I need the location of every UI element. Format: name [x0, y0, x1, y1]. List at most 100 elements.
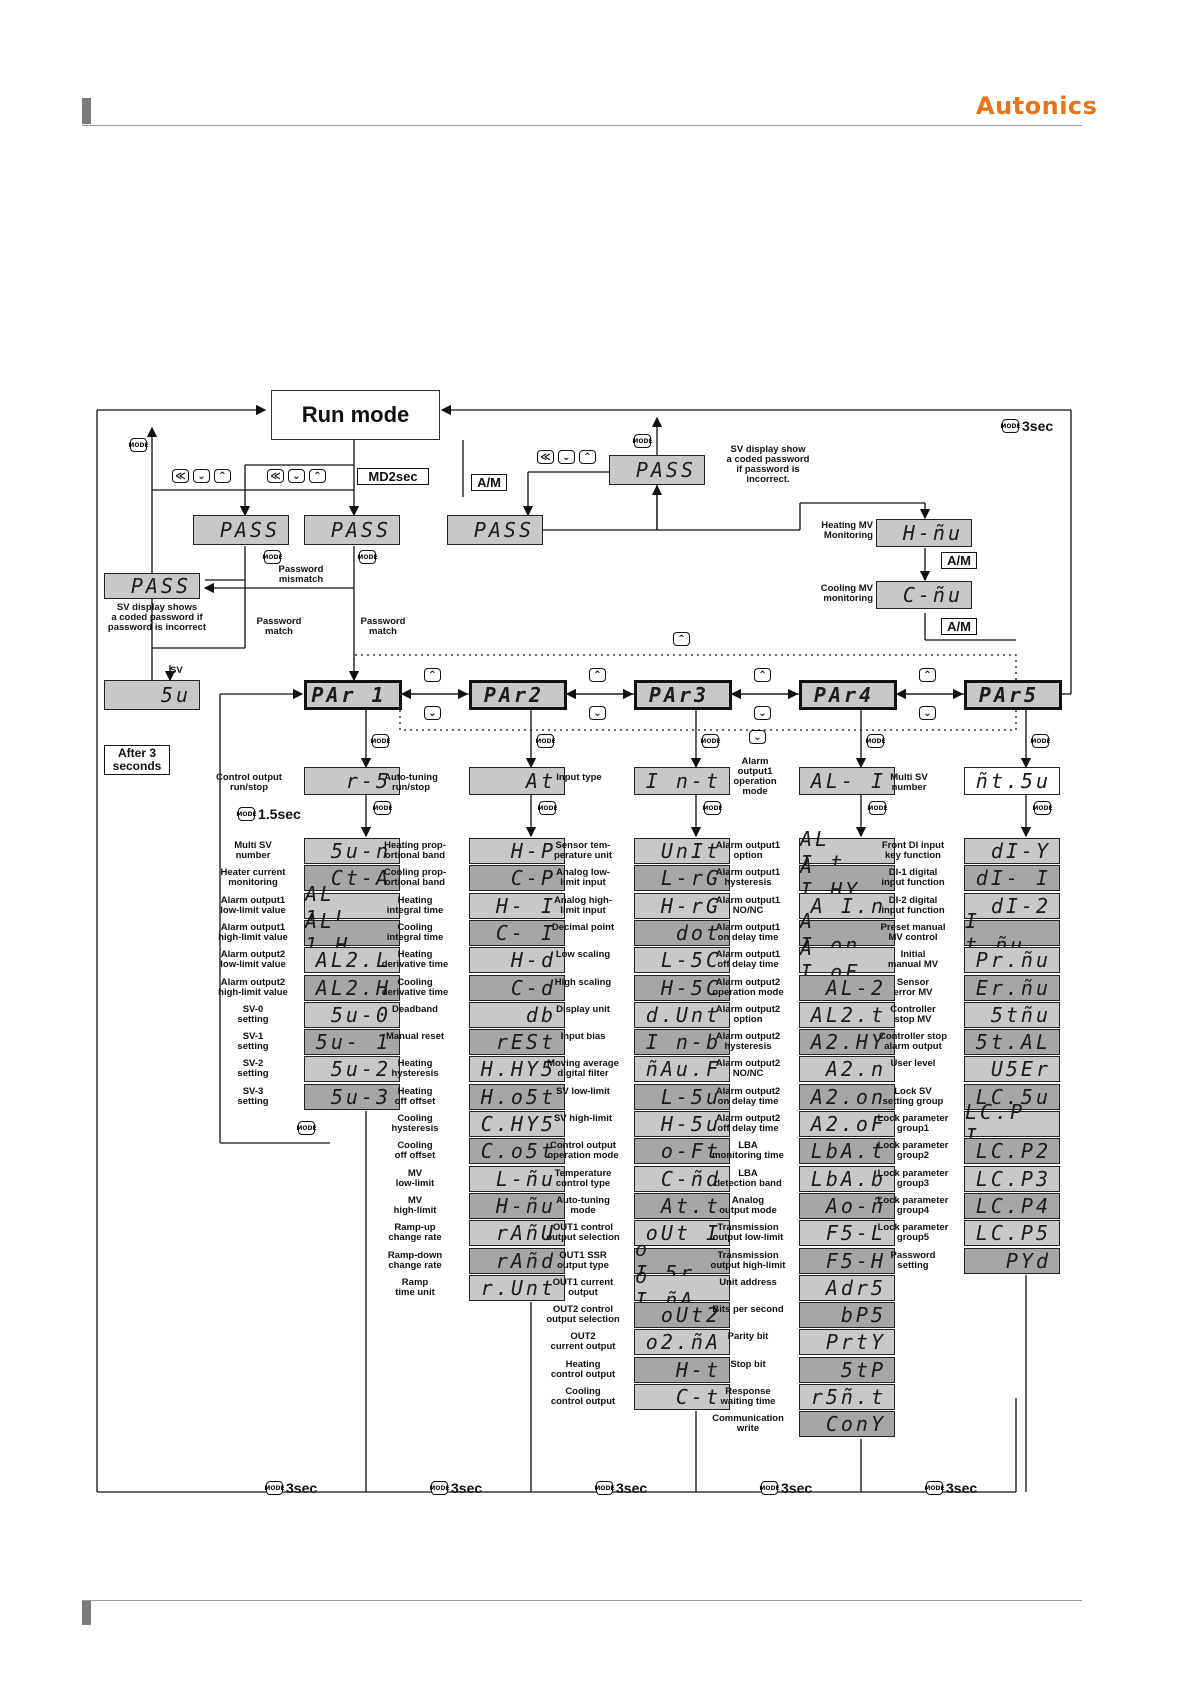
- up-key-1[interactable]: ⌃: [214, 469, 231, 483]
- group1-item-display[interactable]: Ct-A: [304, 865, 400, 892]
- group4-item-display[interactable]: F5-L: [799, 1220, 895, 1247]
- group1-item-display[interactable]: 5u-3: [304, 1084, 400, 1111]
- group3-item-display[interactable]: dot: [634, 920, 730, 947]
- group1-item-display[interactable]: 5u-0: [304, 1002, 400, 1029]
- group3-item-display[interactable]: C-ñd: [634, 1166, 730, 1193]
- group2-item-display[interactable]: L-ñu: [469, 1166, 565, 1193]
- up-key-par-row[interactable]: ⌃: [673, 632, 690, 646]
- group3-head-display[interactable]: I n-t: [634, 767, 730, 795]
- group3-item-display[interactable]: UnIt: [634, 838, 730, 865]
- group4-item-display[interactable]: AL2.t: [799, 1002, 895, 1029]
- group2-item-display[interactable]: db: [469, 1002, 565, 1029]
- group3-item-display[interactable]: H-5u: [634, 1111, 730, 1138]
- group4-item-display[interactable]: A2.on: [799, 1084, 895, 1111]
- group3-item-display[interactable]: ñAu.F: [634, 1056, 730, 1083]
- mode-key-head-5[interactable]: MODE: [1030, 734, 1051, 748]
- group3-item-display[interactable]: o2.ñA: [634, 1329, 730, 1356]
- group2-item-display[interactable]: H- I: [469, 893, 565, 920]
- group4-item-display[interactable]: A I.oF: [799, 936, 895, 984]
- group4-item-display[interactable]: A I.HY: [799, 854, 895, 902]
- group3-item-display[interactable]: L-5C: [634, 947, 730, 974]
- group5-item-display[interactable]: LC.P5: [964, 1220, 1060, 1247]
- par3-box[interactable]: PAr3: [634, 680, 732, 710]
- mode-key-head-1[interactable]: MODE: [370, 734, 391, 748]
- group2-head-display[interactable]: At: [469, 767, 565, 795]
- group5-item-display[interactable]: LC.5u: [964, 1084, 1060, 1111]
- par-down-key-1[interactable]: ⌄: [424, 706, 441, 720]
- group4-item-display[interactable]: ConY: [799, 1411, 895, 1438]
- group5-item-display[interactable]: Pr.ñu: [964, 947, 1060, 974]
- group2-item-display[interactable]: H-d: [469, 947, 565, 974]
- group4-item-display[interactable]: r5ñ.t: [799, 1384, 895, 1411]
- up-key-3[interactable]: ⌃: [579, 450, 596, 464]
- group5-item-display[interactable]: dI-Y: [964, 838, 1060, 865]
- mode-key-list-5[interactable]: MODE: [1032, 801, 1053, 815]
- group2-item-display[interactable]: C.HY5: [469, 1111, 565, 1138]
- group5-item-display[interactable]: PYd: [964, 1248, 1060, 1275]
- par-down-key-3[interactable]: ⌄: [754, 706, 771, 720]
- group2-item-display[interactable]: H.o5t: [469, 1084, 565, 1111]
- group3-item-display[interactable]: o-Ft: [634, 1138, 730, 1165]
- group3-item-display[interactable]: At.t: [634, 1193, 730, 1220]
- group3-item-display[interactable]: I n-b: [634, 1029, 730, 1056]
- down-key-alarm[interactable]: ⌄: [749, 730, 766, 744]
- par-down-key-2[interactable]: ⌄: [589, 706, 606, 720]
- par-down-key-4[interactable]: ⌄: [919, 706, 936, 720]
- group4-item-display[interactable]: bP5: [799, 1302, 895, 1329]
- mode-key-list-2[interactable]: MODE: [537, 801, 558, 815]
- group2-item-display[interactable]: rAñU: [469, 1220, 565, 1247]
- group5-item-display[interactable]: dI- I: [964, 865, 1060, 892]
- par-up-key-3[interactable]: ⌃: [754, 668, 771, 682]
- mode-key-pass2[interactable]: MODE: [357, 550, 378, 564]
- mode-key-head-4[interactable]: MODE: [865, 734, 886, 748]
- group2-item-display[interactable]: H.HY5: [469, 1056, 565, 1083]
- group2-item-display[interactable]: r.Unt: [469, 1275, 565, 1302]
- group1-item-display[interactable]: 5u-2: [304, 1056, 400, 1083]
- mode-key-list-3[interactable]: MODE: [702, 801, 723, 815]
- mode-key-pass4[interactable]: MODE: [632, 434, 653, 448]
- par-up-key-4[interactable]: ⌃: [919, 668, 936, 682]
- down-key-1[interactable]: ⌄: [193, 469, 210, 483]
- group5-item-display[interactable]: 5t.AL: [964, 1029, 1060, 1056]
- group4-item-display[interactable]: A I.n: [799, 893, 895, 920]
- group3-item-display[interactable]: oUt2: [634, 1302, 730, 1329]
- group4-head-display[interactable]: AL- I: [799, 767, 895, 795]
- mode-key-left[interactable]: MODE: [128, 438, 149, 452]
- group1-item-display[interactable]: 5u- 1: [304, 1029, 400, 1056]
- group2-item-display[interactable]: H-P: [469, 838, 565, 865]
- group2-item-display[interactable]: C.o5t: [469, 1138, 565, 1165]
- group2-item-display[interactable]: rAñd: [469, 1248, 565, 1275]
- up-key-2[interactable]: ⌃: [309, 469, 326, 483]
- group3-item-display[interactable]: oUt I: [634, 1220, 730, 1247]
- group3-item-display[interactable]: d.Unt: [634, 1002, 730, 1029]
- par2-box[interactable]: PAr2: [469, 680, 567, 710]
- par1-box[interactable]: PAr 1: [304, 680, 402, 710]
- group2-item-display[interactable]: C-P: [469, 865, 565, 892]
- mode-key-list-4[interactable]: MODE: [867, 801, 888, 815]
- group4-item-display[interactable]: LbA.t: [799, 1138, 895, 1165]
- shift-key-3[interactable]: ≪: [537, 450, 554, 464]
- group3-item-display[interactable]: C-t: [634, 1384, 730, 1411]
- mode-key-head-3[interactable]: MODE: [700, 734, 721, 748]
- par5-box[interactable]: PAr5: [964, 680, 1062, 710]
- group3-item-display[interactable]: L-5u: [634, 1084, 730, 1111]
- group4-item-display[interactable]: LbA.b: [799, 1166, 895, 1193]
- group5-item-display[interactable]: 5tñu: [964, 1002, 1060, 1029]
- shift-key-1[interactable]: ≪: [172, 469, 189, 483]
- mode-key-list-1[interactable]: MODE: [372, 801, 393, 815]
- group2-item-display[interactable]: C-d: [469, 975, 565, 1002]
- par4-box[interactable]: PAr4: [799, 680, 897, 710]
- par-up-key-2[interactable]: ⌃: [589, 668, 606, 682]
- group5-item-display[interactable]: LC.P4: [964, 1193, 1060, 1220]
- group1-item-display[interactable]: 5u-n: [304, 838, 400, 865]
- mode-key-group1-end[interactable]: MODE: [296, 1121, 317, 1135]
- group4-item-display[interactable]: Ao-ñ: [799, 1193, 895, 1220]
- group5-item-display[interactable]: dI-2: [964, 893, 1060, 920]
- group3-item-display[interactable]: H-rG: [634, 893, 730, 920]
- mode-key-head-2[interactable]: MODE: [535, 734, 556, 748]
- group4-item-display[interactable]: A2.oF: [799, 1111, 895, 1138]
- group3-item-display[interactable]: H-t: [634, 1357, 730, 1384]
- down-key-2[interactable]: ⌄: [288, 469, 305, 483]
- group2-item-display[interactable]: rESt: [469, 1029, 565, 1056]
- group1-head-display[interactable]: r-5: [304, 767, 400, 795]
